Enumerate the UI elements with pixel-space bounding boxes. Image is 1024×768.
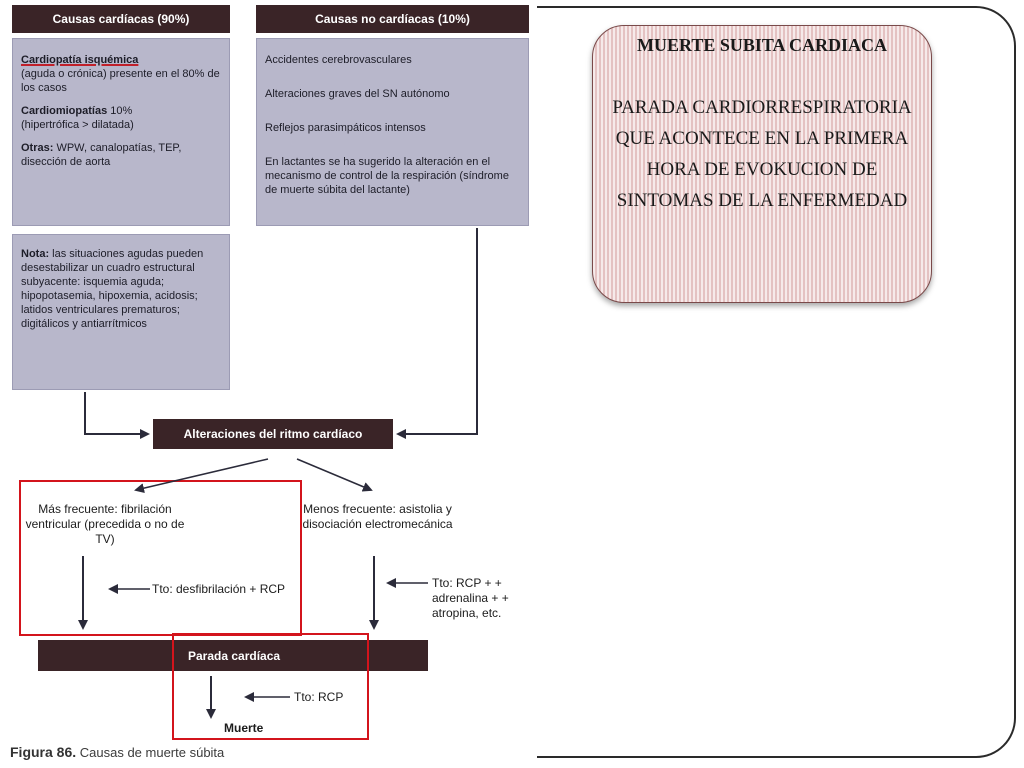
arrow-note-to-rhythm: [84, 392, 150, 439]
cardiomyo-title: Cardiomiopatías: [21, 105, 108, 117]
caption-text: Causas de muerte súbita: [76, 745, 225, 760]
noncardiac-causes-box: Accidentes cerebrovasculares Alteracione…: [256, 38, 529, 226]
noncardiac-item-3: Reflejos parasimpáticos intensos: [265, 122, 426, 134]
callout-body: PARADA CARDIORRESPIRATORIA QUE ACONTECE …: [612, 97, 912, 211]
noncardiac-item-2: Alteraciones graves del SN autónomo: [265, 88, 450, 100]
others-text: WPW, canalopatías, TEP, disección de aor…: [21, 142, 182, 168]
arrow-to-more-frequent: [134, 458, 269, 494]
tto-arrest-text: Tto: RCP: [294, 690, 344, 704]
definition-callout: MUERTE SUBITA CARDIACA PARADA CARDIORRES…: [592, 25, 932, 303]
flow-arrows: [78, 228, 478, 719]
note-box: Nota: las situaciones agudas pueden dese…: [12, 234, 230, 390]
figure-caption: Figura 86. Causas de muerte súbita: [10, 744, 224, 760]
cardiomyo-pct: 10%: [107, 105, 133, 117]
rhythm-alterations-header: Alteraciones del ritmo cardíaco: [153, 419, 393, 449]
ischemic-title: Cardiopatía isquémica: [21, 54, 139, 66]
header-noncardiac-causes: Causas no cardíacas (10%): [256, 5, 529, 33]
more-frequent-text: Más frecuente: fibrilación ventricular (…: [25, 502, 185, 546]
note-text: las situaciones agudas pueden desestabil…: [21, 248, 204, 330]
flowchart-figure: Causas cardíacas (90%) Causas no cardíac…: [10, 5, 529, 760]
highlight-box-vf: [19, 480, 302, 636]
note-label: Nota:: [21, 248, 50, 260]
noncardiac-item-4: En lactantes se ha sugerido la alteració…: [265, 156, 509, 196]
cardiomyo-text: (hipertrófica > dilatada): [21, 119, 134, 131]
arrow-to-less-frequent: [296, 458, 373, 492]
noncardiac-item-1: Accidentes cerebrovasculares: [265, 54, 412, 66]
header-cardiac-causes: Causas cardíacas (90%): [12, 5, 230, 33]
cardiac-arrest-header: Parada cardíaca: [38, 640, 428, 671]
death-text: Muerte: [224, 721, 264, 735]
tto-left-text: Tto: desfibrilación + RCP: [152, 582, 286, 596]
cardiac-causes-box: Cardiopatía isquémica (aguda o crónica) …: [12, 38, 230, 226]
less-frequent-text: Menos frecuente: asistolia y disociación…: [302, 502, 453, 531]
caption-label: Figura 86.: [10, 744, 77, 760]
tto-right-text: Tto: RCP + + adrenalina + + atropina, et…: [432, 576, 509, 620]
others-title: Otras:: [21, 142, 54, 154]
ischemic-text: (aguda o crónica) presente en el 80% de …: [21, 68, 220, 94]
callout-title: MUERTE SUBITA CARDIACA: [636, 35, 888, 55]
arrow-noncardiac-to-rhythm: [396, 228, 478, 439]
highlight-box-arrest: [172, 633, 369, 740]
